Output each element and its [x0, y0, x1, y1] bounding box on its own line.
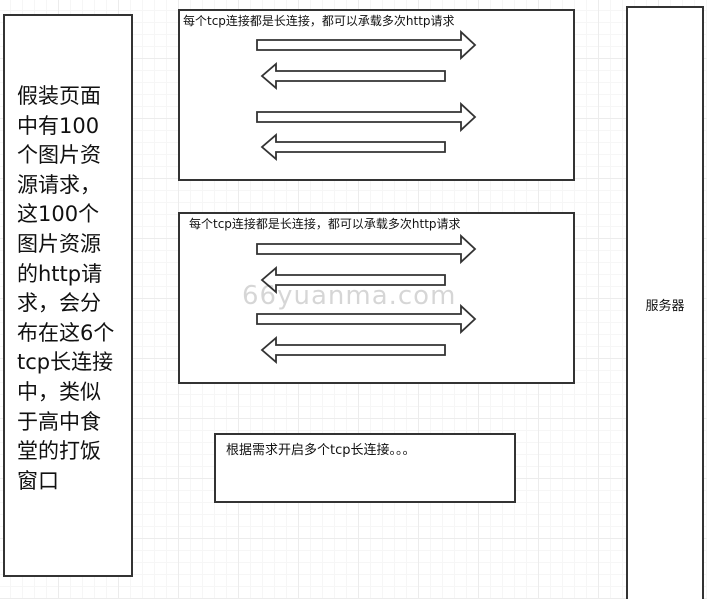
request-response-arrows — [256, 233, 477, 364]
tcp-connection-caption: 每个tcp连接都是长连接，都可以承载多次http请求 — [183, 14, 455, 28]
request-arrow-right — [256, 233, 477, 265]
tcp-connection-box: 每个tcp连接都是长连接，都可以承载多次http请求 — [178, 9, 575, 181]
response-arrow-left — [260, 266, 446, 294]
tcp-connection-box: 每个tcp连接都是长连接，都可以承载多次http请求 — [178, 212, 575, 384]
watermark: 66yuanma.com — [242, 281, 457, 311]
response-arrow-left — [260, 336, 446, 364]
server-label: 服务器 — [645, 299, 685, 314]
request-arrow-right — [256, 29, 477, 61]
note-box: 根据需求开启多个tcp长连接。。。 — [214, 433, 516, 503]
note-text: 根据需求开启多个tcp长连接。。。 — [226, 443, 416, 458]
request-response-arrows — [256, 29, 477, 161]
server-box: 服务器 — [626, 6, 704, 599]
tcp-connection-caption: 每个tcp连接都是长连接，都可以承载多次http请求 — [189, 217, 461, 231]
client-description: 假装页面中有100个图片资源请求，这100个图片资源的http请求，会分布在这6… — [17, 84, 115, 493]
response-arrow-left — [260, 133, 446, 161]
request-arrow-right — [256, 101, 477, 133]
response-arrow-left — [260, 62, 446, 90]
request-arrow-right — [256, 303, 477, 335]
client-box: 假装页面中有100个图片资源请求，这100个图片资源的http请求，会分布在这6… — [3, 14, 133, 577]
